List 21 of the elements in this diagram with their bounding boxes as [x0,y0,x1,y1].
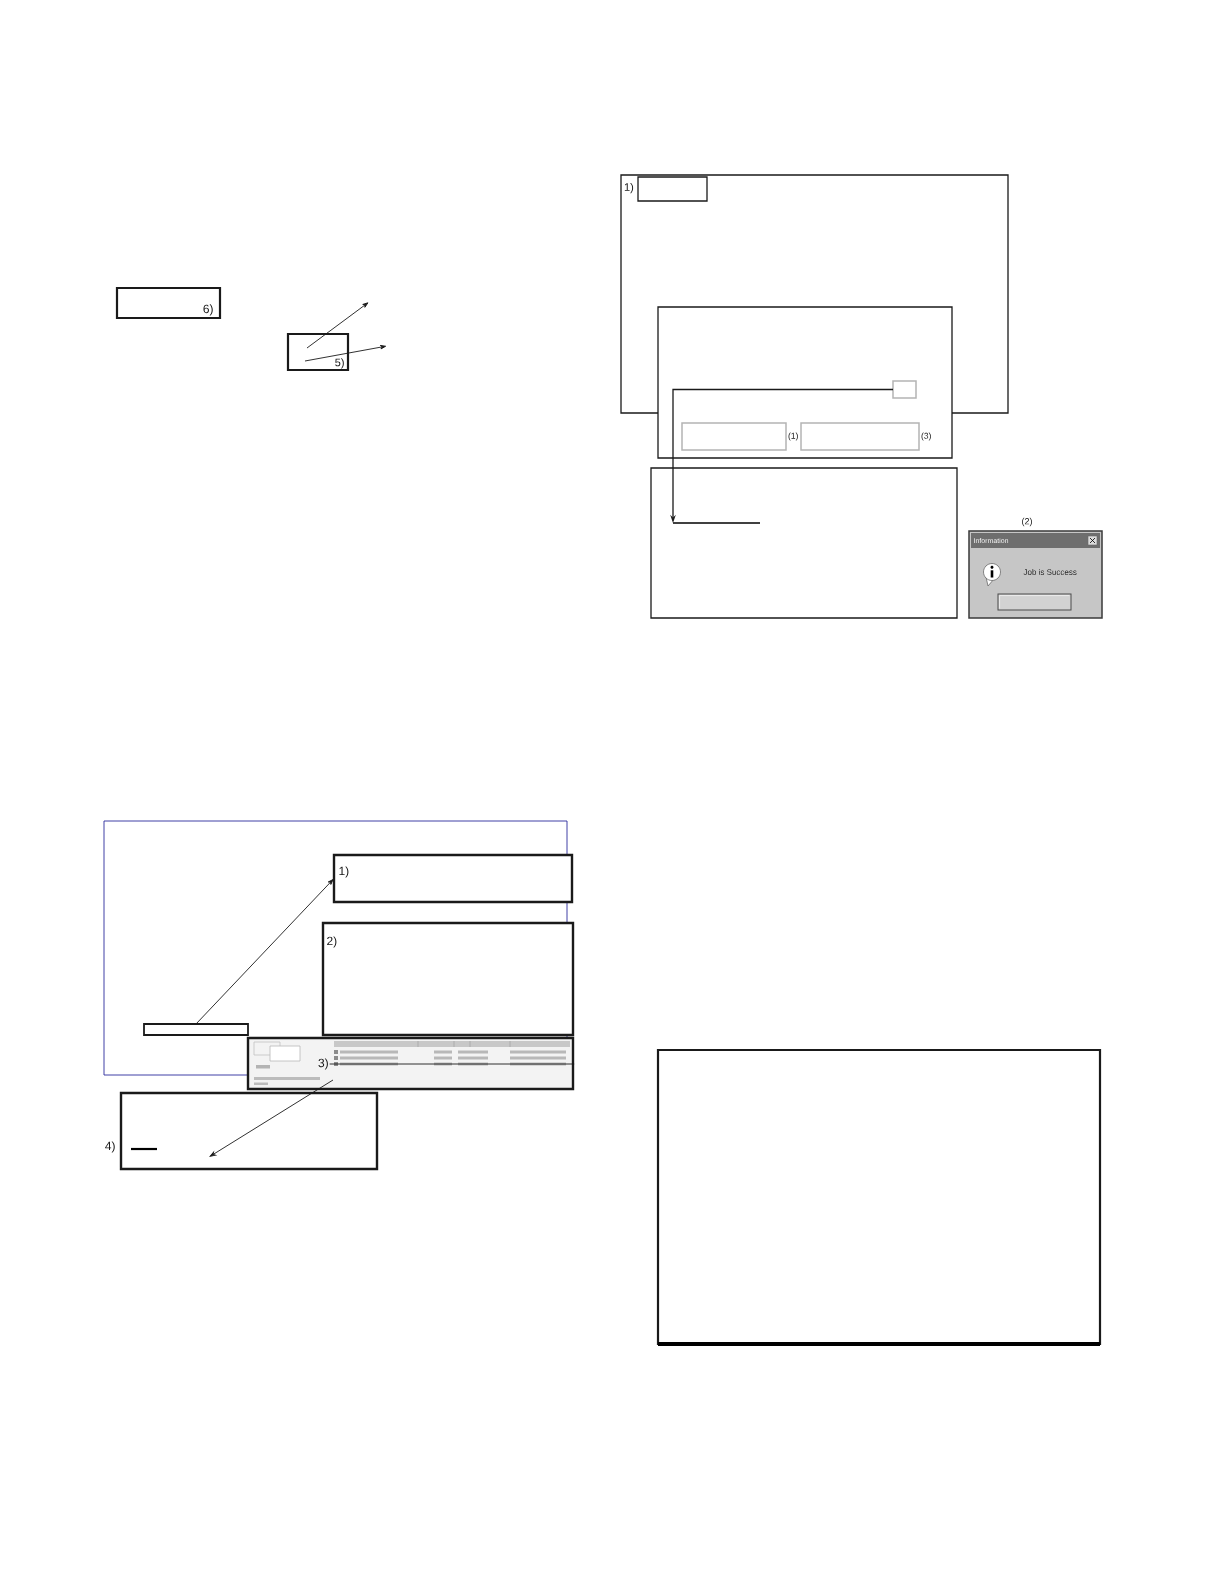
small-box [892,380,917,399]
panel [650,467,958,619]
horizontal-line [672,522,761,524]
numbered-box: 5) [286,332,350,372]
callout-number: (1) [788,432,798,441]
message-text: Job is Success [1023,569,1077,575]
callout-number: 4) [105,1141,115,1153]
small-box [637,176,708,202]
leader-line [329,1063,575,1065]
arrow [304,345,387,362]
file-list-drawing [246,1036,575,1091]
arrow [195,879,334,1025]
callout-number: (2) [1022,517,1032,527]
callout-number: (3) [921,432,931,441]
numbered-box: 6) [115,286,222,320]
panel [657,306,953,459]
panel [656,1048,1102,1346]
bar [143,1023,249,1036]
callout-number: 3) [318,1058,328,1070]
arrow [306,302,369,349]
arrow [209,1079,334,1157]
